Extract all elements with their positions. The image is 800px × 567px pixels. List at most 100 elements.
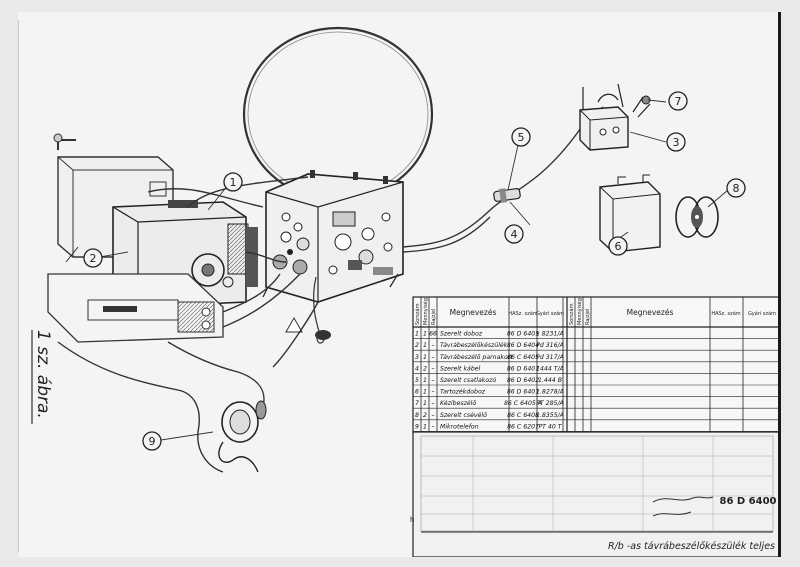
svg-text:7: 7 [675, 95, 682, 108]
row-serial: Pd 316/A [536, 342, 564, 349]
row-number: 4 [415, 365, 419, 372]
handset [218, 400, 267, 473]
row-name: Szerelt kábel [440, 364, 481, 372]
svg-text:Rajzjel: Rajzjel [431, 309, 437, 325]
svg-text:Mennyiség: Mennyiség [576, 298, 583, 325]
callout-6: 6 [608, 236, 628, 256]
signature [652, 496, 714, 503]
svg-text:Megnevezés: Megnevezés [450, 308, 497, 317]
row-ref: – [431, 377, 434, 384]
row-ref: – [431, 342, 434, 349]
row-ref: – [431, 354, 434, 361]
row-code: 86 D 6404 [507, 342, 539, 349]
row-name: Szerelt csévélő [440, 410, 487, 419]
callout-4: 4 [504, 224, 524, 244]
parts-list-table: Sorszám Mennyiség Rajzjel Megnevezés HAS… [412, 296, 778, 433]
row-number: 5 [415, 377, 419, 384]
row-number: 8 [415, 412, 419, 419]
svg-text:Megnevezés: Megnevezés [627, 308, 674, 317]
drawing-sheet: 1 2 3 4 5 6 7 8 9 1 sz. ábra. [18, 12, 781, 557]
svg-text:HASz. szám: HASz. szám [508, 310, 537, 317]
radio-unit [262, 170, 404, 344]
cable-connector [493, 188, 521, 203]
row-qty: 1 [423, 400, 427, 407]
drawing-title: R/b -as távrábeszélőkészülék teljes [608, 541, 775, 552]
drawing-number: 86 D 6400 [719, 496, 776, 507]
row-ref: – [431, 389, 434, 396]
callout-9: 9 [142, 431, 162, 451]
cable-reel [675, 196, 719, 238]
row-qty: 1 [423, 342, 427, 349]
svg-text:1: 1 [230, 176, 237, 189]
row-qty: 2 [423, 412, 427, 419]
row-serial: Pd 317/A [536, 354, 564, 361]
antenna-disc [242, 26, 434, 202]
row-name: Szerelt doboz [440, 330, 483, 338]
svg-text:8: 8 [733, 182, 740, 195]
technical-drawing: 1 2 3 4 5 6 7 8 9 1 sz. ábra. [18, 20, 778, 557]
row-serial: 1.8355/A [536, 412, 564, 419]
cables [57, 106, 604, 473]
row-name: Szerelt csatlakozó [440, 376, 496, 384]
row-number: 7 [415, 400, 419, 407]
callout-8: 8 [726, 178, 746, 198]
row-code: 86 D 6405 [507, 331, 539, 338]
page-mark: h [410, 516, 414, 524]
row-qty: 1 [423, 354, 427, 361]
row-serial: 1444 T/A [536, 365, 564, 372]
row-number: 6 [415, 389, 419, 396]
svg-text:Mennyiség: Mennyiség [422, 298, 429, 325]
row-serial: ε 8231/A [536, 331, 563, 338]
svg-text:Sorszám: Sorszám [568, 303, 575, 325]
callout-7: 7 [668, 91, 688, 111]
svg-text:2: 2 [90, 252, 97, 265]
side-caption: 1 sz. ábra. [33, 330, 53, 419]
accessory-box [599, 174, 661, 253]
svg-text:HASz. szám: HASz. szám [711, 310, 740, 317]
row-serial: 1.8278/A [536, 389, 564, 396]
row-ref: – [431, 400, 434, 407]
row-number: 2 [415, 342, 419, 349]
battery-box [579, 83, 651, 151]
row-name: Kézibeszélő [440, 398, 476, 407]
svg-text:4: 4 [511, 228, 518, 241]
row-code: 86 C 6408 [507, 412, 539, 419]
accessory-tray [47, 273, 224, 343]
row-name: Mikrotelefon [440, 422, 479, 430]
svg-text:Gyári szám: Gyári szám [536, 310, 564, 317]
svg-text:3: 3 [673, 136, 680, 149]
row-number: 9 [415, 423, 419, 430]
row-ref: – [431, 412, 434, 419]
row-code: 86 C 6207 [507, 423, 539, 430]
row-ref: – [431, 423, 434, 430]
row-ref: – [431, 365, 434, 372]
row-number: 1 [415, 331, 419, 338]
callout-1: 1 [223, 172, 243, 192]
svg-text:Sorszám: Sorszám [414, 303, 421, 325]
leader-lines [99, 99, 729, 441]
row-qty: 1 [423, 389, 427, 396]
row-code: 86 D 6407 [507, 365, 539, 372]
callout-5: 5 [511, 127, 531, 147]
row-qty: 1 [423, 423, 427, 430]
row-name: Távrábeszélőkészülék [440, 340, 508, 349]
row-qty: 2 [423, 365, 427, 372]
row-qty: 1 [423, 377, 427, 384]
row-serial: PT 40 T [538, 423, 562, 430]
row-code: 86 C 6405 [507, 354, 539, 361]
row-code: 86 D 6402 [507, 377, 539, 384]
svg-text:5: 5 [518, 131, 525, 144]
row-name: Távrábeszélő parnakort [440, 352, 513, 361]
row-serial: PT 285/A [536, 400, 564, 407]
svg-text:Gyári szám: Gyári szám [748, 310, 776, 317]
row-serial: 1.444 B [538, 377, 562, 384]
callout-3: 3 [666, 132, 686, 152]
